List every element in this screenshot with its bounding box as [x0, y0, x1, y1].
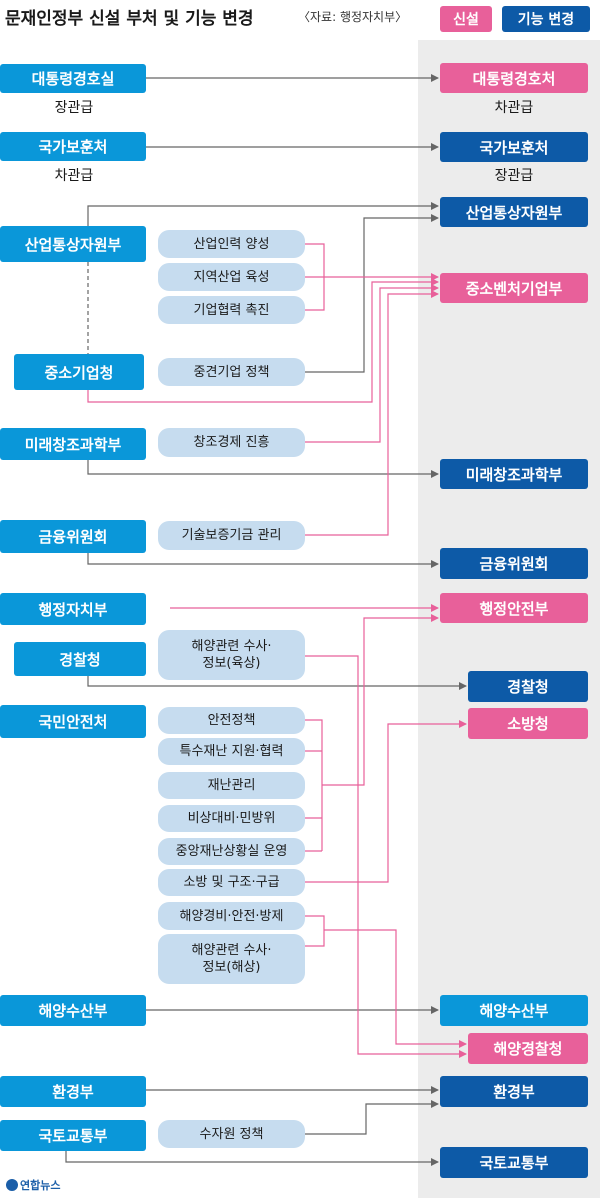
function-industrial-workforce: 산업인력 양성: [158, 230, 305, 258]
rank-veterans-before: 차관급: [54, 168, 94, 184]
function-central-disaster-room: 중앙재난상황실 운영: [158, 838, 305, 865]
yonhap-logo-icon: [6, 1179, 18, 1191]
pink-disaster-group: [305, 618, 438, 852]
org-sme-ministry: 중소벤처기업부: [440, 273, 588, 303]
org-environment-ministry: 환경부: [0, 1076, 146, 1107]
page-title: 문재인정부 신설 부처 및 기능 변경: [5, 9, 254, 29]
function-creative-economy: 창조경제 진흥: [158, 428, 305, 457]
function-maritime-guard: 해양경비·안전·방제: [158, 902, 305, 930]
function-safety-policy: 안전정책: [158, 707, 305, 734]
rank-security-after: 차관급: [494, 100, 534, 116]
function-credit-guarantee: 기술보증기금 관리: [158, 521, 305, 550]
line-midsize: [305, 214, 439, 373]
pink-maritime-sea: [305, 915, 466, 1044]
function-special-disaster: 특수재난 지원·협력: [158, 738, 305, 765]
function-regional-industry: 지역산업 육성: [158, 263, 305, 291]
org-police-agency: 경찰청: [14, 642, 146, 676]
pink-sme: [87, 278, 439, 403]
rank-security-before: 장관급: [54, 100, 94, 116]
pink-maritime-land: [305, 655, 467, 1058]
org-oceans-ministry-new: 해양수산부: [440, 995, 588, 1026]
line-financial: [87, 553, 439, 568]
org-environment-ministry-new: 환경부: [440, 1076, 588, 1107]
org-science-ministry-new: 미래창조과학부: [440, 459, 588, 489]
org-sme-administration: 중소기업청: [14, 354, 144, 390]
line-water: [305, 1100, 439, 1135]
pink-trade-functions: [305, 243, 438, 311]
org-science-ministry: 미래창조과학부: [0, 428, 146, 460]
org-interior-ministry: 행정자치부: [0, 593, 146, 625]
org-veterans-ministry: 국가보훈처: [440, 132, 588, 162]
org-police-agency-new: 경찰청: [468, 671, 588, 702]
org-presidential-security-service: 대통령경호처: [440, 63, 588, 93]
function-corporate-cooperation: 기업협력 촉진: [158, 296, 305, 324]
org-oceans-ministry: 해양수산부: [0, 995, 146, 1026]
credit: 연합뉴스: [6, 1177, 60, 1193]
function-maritime-investigation-sea: 해양관련 수사· 정보(해상): [158, 934, 305, 984]
function-disaster-management: 재난관리: [158, 772, 305, 799]
org-financial-commission-new: 금융위원회: [440, 548, 588, 579]
pink-creative: [305, 284, 439, 443]
org-trade-ministry-new: 산업통상자원부: [440, 197, 588, 227]
org-trade-ministry: 산업통상자원부: [0, 226, 146, 262]
line-police: [87, 676, 467, 690]
function-maritime-investigation-land: 해양관련 수사· 정보(육상): [158, 630, 305, 680]
function-emergency-civil-defense: 비상대비·민방위: [158, 805, 305, 832]
org-land-ministry: 국토교통부: [0, 1120, 146, 1151]
legend-change: 기능 변경: [502, 6, 590, 32]
org-veterans-office: 국가보훈처: [0, 132, 146, 161]
legend-new: 신설: [440, 6, 492, 32]
org-fire-agency: 소방청: [468, 708, 588, 739]
function-midsize-policy: 중견기업 정책: [158, 358, 305, 386]
rank-veterans-after: 장관급: [494, 168, 534, 184]
credit-text: 연합뉴스: [20, 1179, 61, 1192]
line-science: [87, 460, 439, 478]
org-public-safety-ministry: 국민안전처: [0, 705, 146, 738]
org-financial-commission: 금융위원회: [0, 520, 146, 553]
function-water-resources: 수자원 정책: [158, 1120, 305, 1148]
org-presidential-security-office: 대통령경호실: [0, 64, 146, 93]
source-note: 〈자료: 행정자치부〉: [298, 10, 408, 24]
pink-fire: [305, 720, 467, 883]
function-fire-rescue: 소방 및 구조·구급: [158, 869, 305, 896]
org-land-ministry-new: 국토교통부: [440, 1147, 588, 1178]
line-land: [65, 1151, 439, 1166]
org-coast-guard: 해양경찰청: [468, 1033, 588, 1064]
line-trade: [87, 202, 439, 226]
pink-guarantee: [305, 290, 439, 536]
org-interior-safety-ministry: 행정안전부: [440, 593, 588, 623]
